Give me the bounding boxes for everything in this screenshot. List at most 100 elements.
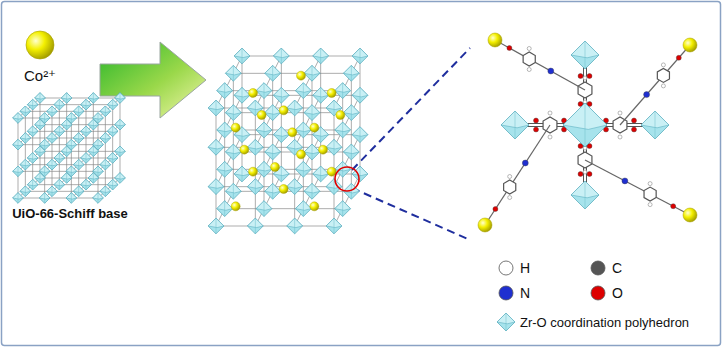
zr-o-polyhedron <box>54 99 65 110</box>
polyhedron-edge <box>78 186 79 197</box>
zr-o-polyhedron <box>335 201 351 217</box>
polyhedron-face <box>343 65 359 81</box>
polyhedron-edge <box>272 144 273 160</box>
oxygen-atom <box>587 172 592 177</box>
zoom-structure <box>478 33 697 232</box>
polyhedron-face <box>352 87 368 103</box>
linker-line <box>255 95 281 147</box>
legend-item: N <box>498 284 530 302</box>
zr-o-polyhedron <box>73 106 84 117</box>
polyhedron-face <box>81 99 92 110</box>
polyhedron-edge <box>224 201 225 217</box>
polyhedron-edge <box>312 183 313 199</box>
polyhedron-edge <box>233 183 234 199</box>
polyhedron-edge <box>66 146 67 157</box>
zr-o-polyhedron <box>115 93 126 104</box>
polyhedron-edge <box>351 183 352 199</box>
zr-o-polyhedron <box>234 48 250 64</box>
linker-line <box>98 151 120 171</box>
polyhedron-face <box>273 87 289 103</box>
zr-o-polyhedron <box>287 179 303 195</box>
linker-line <box>295 135 321 187</box>
cobalt-ion-sphere <box>310 202 319 211</box>
linker-line <box>255 135 281 187</box>
polyhedron-face <box>54 179 65 190</box>
linker-line <box>93 98 94 178</box>
polyhedron-edge <box>32 179 33 190</box>
zoom-line <box>352 188 470 240</box>
reaction-arrow <box>100 42 206 118</box>
polyhedron-face <box>225 105 241 121</box>
zr-o-polyhedron <box>326 218 342 234</box>
zr-o-polyhedron <box>27 99 38 110</box>
polyhedron-edge <box>255 139 256 155</box>
linker-line <box>272 73 273 191</box>
polyhedron-face <box>81 153 92 164</box>
polyhedron-edge <box>112 99 113 110</box>
zr-o-polyhedron <box>313 87 329 103</box>
polyhedron-face <box>73 106 84 117</box>
polyhedron-edge <box>18 193 19 204</box>
zr-o-polyhedron <box>115 173 126 184</box>
polyhedron-edge <box>105 106 106 117</box>
polyhedron-face <box>27 126 38 137</box>
polyhedron-face <box>501 111 529 139</box>
polyhedron-face <box>115 146 126 157</box>
polyhedron-edge <box>98 166 99 177</box>
polyhedron-edge <box>264 201 265 217</box>
zr-o-polyhedron <box>217 161 233 177</box>
polyhedron-edge <box>93 146 94 157</box>
polyhedron-face <box>641 111 669 139</box>
hydrogen-atom <box>648 203 652 207</box>
polyhedron-face <box>247 139 263 155</box>
polyhedron-edge <box>255 100 256 116</box>
polyhedron-face <box>217 83 233 99</box>
polyhedron-edge <box>52 106 53 117</box>
zr-o-polyhedron <box>208 218 224 234</box>
polyhedron-face <box>563 103 607 147</box>
polyhedron-edge <box>120 119 121 130</box>
zr-o-polyhedron <box>343 105 359 121</box>
polyhedron-edge <box>224 83 225 99</box>
polyhedron-edge <box>18 139 19 150</box>
polyhedron-edge <box>233 144 234 160</box>
polyhedron-face <box>100 106 111 117</box>
polyhedron-edge <box>25 133 26 144</box>
hydrogen-atom <box>548 135 552 139</box>
cobalt-ion-sphere <box>310 123 319 132</box>
legend-item: Zr-O coordination polyhedron <box>498 313 689 331</box>
polyhedron-edge <box>334 139 335 155</box>
polyhedron-face <box>39 166 50 177</box>
polyhedron-face <box>93 166 104 177</box>
polyhedron-face <box>256 201 272 217</box>
polyhedron-face <box>304 183 320 199</box>
cobalt-ion-sphere <box>271 163 280 172</box>
atom-swatch <box>499 286 513 300</box>
polyhedron-edge <box>32 126 33 137</box>
polyhedron-face <box>273 127 289 143</box>
zr-o-polyhedron <box>571 41 599 69</box>
hydrogen-atom <box>548 111 552 115</box>
polyhedron-face <box>217 201 233 217</box>
polyhedron-edge <box>105 133 106 144</box>
legend-text: O <box>612 285 623 301</box>
atom-swatch <box>591 286 605 300</box>
zr-o-polyhedron <box>225 65 241 81</box>
zr-o-polyhedron <box>265 183 281 199</box>
zr-o-polyhedron <box>247 139 263 155</box>
linker-line <box>18 151 40 171</box>
polyhedron-face <box>39 113 50 124</box>
legend-item: O <box>590 284 623 302</box>
polyhedron-edge <box>32 99 33 110</box>
polyhedron-edge <box>25 159 26 170</box>
polyhedron-edge <box>40 93 41 104</box>
oxygen-atom <box>632 127 637 132</box>
polyhedron-edge <box>585 181 586 209</box>
zr-o-polyhedron <box>66 193 77 204</box>
linker-line <box>216 135 242 187</box>
legend-icon-space <box>498 314 514 330</box>
cobalt-ion-sphere <box>240 145 249 154</box>
polyhedron-edge <box>216 139 217 155</box>
polyhedron-edge <box>342 122 343 138</box>
polyhedron-face <box>265 144 281 160</box>
